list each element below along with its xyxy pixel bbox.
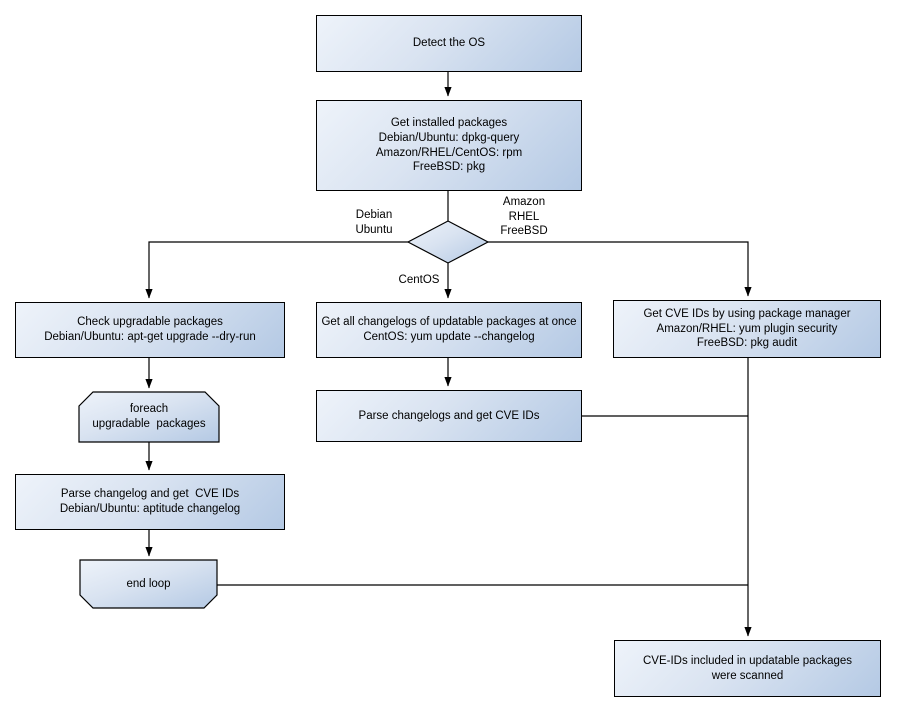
decision-diamond <box>406 220 490 264</box>
end-loop-shape <box>79 559 218 609</box>
edge-diamond-to-check <box>145 241 408 299</box>
node-parse-changelog-left: Parse changelog and get CVE IDs Debian/U… <box>15 474 285 530</box>
node-check-upgradable-packages: Check upgradable packages Debian/Ubuntu:… <box>15 302 285 358</box>
foreach-shape <box>78 391 220 443</box>
node-detect-os: Detect the OS <box>316 15 582 72</box>
end-loop-label: end loop <box>126 577 171 590</box>
node-get-all-changelogs: Get all changelogs of updatable packages… <box>316 302 582 358</box>
node-parse-changelogs-mid: Parse changelogs and get CVE IDs <box>316 390 582 442</box>
branch-label-amazon-rhel-freebsd: Amazon RHEL FreeBSD <box>500 196 548 238</box>
node-get-installed-packages: Get installed packages Debian/Ubuntu: dp… <box>316 100 582 191</box>
node-result: CVE-IDs included in updatable packages w… <box>614 640 881 697</box>
branch-label-debian-ubuntu: Debian Ubuntu <box>355 209 393 236</box>
branch-label-centos: CentOS <box>398 274 440 286</box>
foreach-loop-label: foreach upgradable packages <box>92 403 206 430</box>
node-get-cve-ids-right: Get CVE IDs by using package manager Ama… <box>613 300 881 358</box>
edge-diamond-to-right <box>488 241 752 297</box>
